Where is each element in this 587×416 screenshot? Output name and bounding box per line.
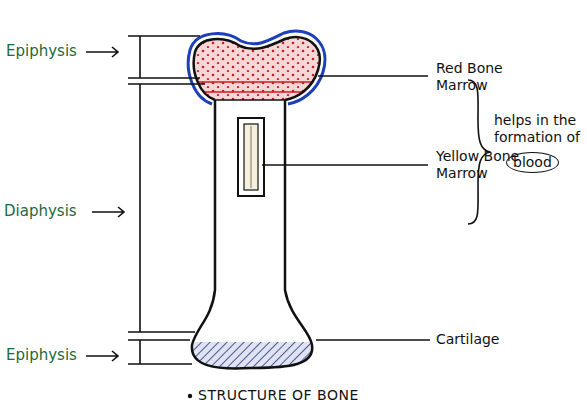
circled-word: blood (506, 152, 559, 173)
part-label: Diaphysis (4, 203, 94, 220)
part-label: Epiphysis (6, 43, 96, 60)
label-arrows (86, 47, 124, 361)
note-text: helps in the formation of (494, 112, 584, 146)
caption: STRUCTURE OF BONE (198, 387, 359, 404)
part-label: Red Bone Marrow (436, 60, 516, 94)
red-marrow (185, 30, 330, 105)
leader-lines (262, 76, 430, 340)
bone-head (194, 37, 320, 100)
part-label: Epiphysis (6, 347, 96, 364)
bullet (188, 394, 192, 398)
part-label: Cartilage (436, 331, 536, 348)
brackets (128, 36, 205, 364)
yellow-marrow-cavity (238, 118, 264, 196)
bone-shaft (192, 100, 312, 368)
